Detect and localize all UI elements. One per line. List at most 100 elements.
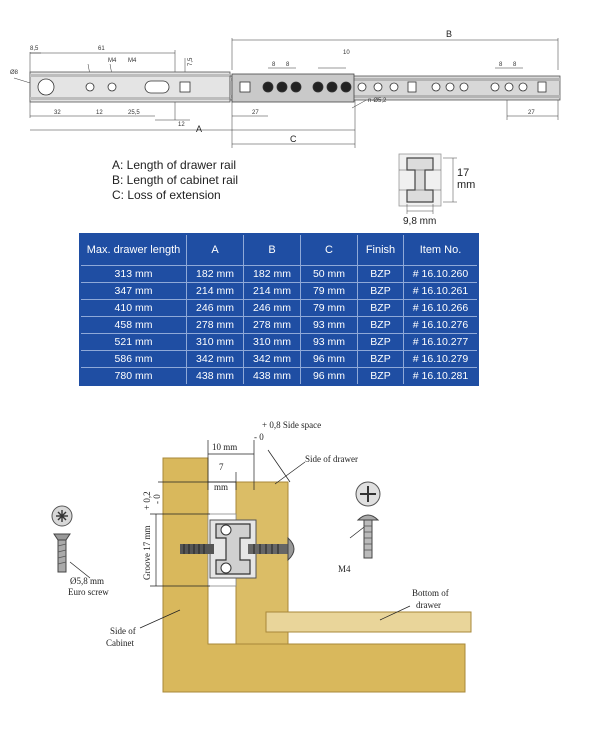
cell: # 16.10.276: [403, 316, 479, 334]
col-b: B: [243, 233, 301, 266]
cell: 438 mm: [186, 367, 244, 386]
legend-a: A: Length of drawer rail: [112, 158, 237, 172]
cell: BZP: [357, 265, 404, 283]
cell: 50 mm: [300, 265, 358, 283]
cell: BZP: [357, 333, 404, 351]
dim-27-a: 27: [252, 110, 259, 116]
col-finish: Finish: [357, 233, 404, 266]
cell: 93 mm: [300, 333, 358, 351]
cell: 182 mm: [243, 265, 301, 283]
cell: 93 mm: [300, 316, 358, 334]
dim-32: 32: [54, 110, 61, 116]
rail-dimension-drawing: 8,5 61 M4 M4 7,5 8 8 8 8 10 B Ø8 32 12 2…: [10, 29, 561, 148]
dim-8-b: 8: [286, 62, 290, 68]
cell: 79 mm: [300, 299, 358, 317]
side-space-minus: - 0: [254, 432, 264, 442]
dim-m4-a: M4: [108, 58, 117, 64]
cell: 278 mm: [243, 316, 301, 334]
col-c: C: [300, 233, 358, 266]
dim-8-a: 8: [272, 62, 276, 68]
dim-7: 7: [219, 462, 224, 472]
profile-width: 9,8 mm: [403, 216, 436, 227]
dim-25-5: 25,5: [128, 110, 140, 116]
m4-screw-icon: [355, 481, 381, 559]
side-of-cabinet-label-2: Cabinet: [106, 638, 134, 648]
dim-8-d: 8: [513, 62, 517, 68]
table-header-row: Max. drawer length A B C Finish Item No.: [79, 233, 479, 266]
cell: 214 mm: [243, 282, 301, 300]
spec-table: Max. drawer length A B C Finish Item No.…: [79, 233, 479, 386]
cell: 438 mm: [243, 367, 301, 386]
dim-8-c: 8: [499, 62, 503, 68]
euro-screw-icon: [51, 505, 73, 573]
cell: # 16.10.277: [403, 333, 479, 351]
cell: 347 mm: [79, 282, 187, 300]
side-of-drawer-label: Side of drawer: [305, 454, 358, 464]
installation-diagram: + 0,8 Side space - 0 10 mm 7 mm + 0,2 - …: [51, 420, 472, 693]
side-space-label: + 0,8 Side space: [262, 420, 321, 430]
dim-10mm: 10 mm: [212, 442, 237, 452]
dim-7mm: mm: [214, 482, 228, 492]
bottom-of-drawer-label-2: drawer: [416, 600, 441, 610]
cell: 246 mm: [186, 299, 244, 317]
cell: BZP: [357, 299, 404, 317]
cell: BZP: [357, 282, 404, 300]
dimension-legend: A: Length of drawer rail B: Length of ca…: [112, 158, 238, 203]
dim-c: C: [290, 134, 297, 144]
cell: BZP: [357, 367, 404, 386]
cell: BZP: [357, 316, 404, 334]
euro-screw-label-2: Euro screw: [68, 587, 109, 597]
dim-a: A: [196, 124, 202, 134]
cell: # 16.10.261: [403, 282, 479, 300]
col-max-drawer-length: Max. drawer length: [79, 233, 187, 266]
legend-c: C: Loss of extension: [112, 188, 221, 202]
legend-b: B: Length of cabinet rail: [112, 173, 239, 187]
cell: 780 mm: [79, 367, 187, 386]
rail-profile-drawing: 17 mm 9,8 mm: [398, 153, 475, 227]
dim-12-b: 12: [178, 122, 185, 128]
cell: # 16.10.266: [403, 299, 479, 317]
cell: # 16.10.279: [403, 350, 479, 368]
cell: BZP: [357, 350, 404, 368]
profile-height-unit: mm: [457, 179, 475, 191]
bottom-of-drawer-label-1: Bottom of: [412, 588, 449, 598]
dim-27-b: 27: [528, 110, 535, 116]
cell: 214 mm: [186, 282, 244, 300]
cell: 458 mm: [79, 316, 187, 334]
cell: 96 mm: [300, 367, 358, 386]
cell: # 16.10.281: [403, 367, 479, 386]
dim-minus-0: - 0: [152, 494, 162, 504]
euro-screw-label-1: Ø5,8 mm: [70, 576, 104, 586]
dim-8-5: 8,5: [30, 46, 39, 52]
dim-o8: Ø8: [10, 70, 19, 76]
cell: 278 mm: [186, 316, 244, 334]
profile-height: 17: [457, 167, 469, 179]
dim-hole: n-Ø5,2: [368, 98, 387, 104]
cell: 182 mm: [186, 265, 244, 283]
cell: 410 mm: [79, 299, 187, 317]
dim-10: 10: [343, 50, 350, 56]
dim-m4-b: M4: [128, 58, 137, 64]
dim-12-a: 12: [96, 110, 103, 116]
cell: 310 mm: [243, 333, 301, 351]
cell: 96 mm: [300, 350, 358, 368]
cell: 586 mm: [79, 350, 187, 368]
dim-61: 61: [98, 46, 105, 52]
cell: 310 mm: [186, 333, 244, 351]
col-item-no: Item No.: [403, 233, 479, 266]
cell: 342 mm: [243, 350, 301, 368]
dim-b: B: [446, 29, 452, 39]
cell: 342 mm: [186, 350, 244, 368]
m4-label: M4: [338, 564, 351, 574]
cell: 79 mm: [300, 282, 358, 300]
dim-7-5: 7,5: [188, 57, 194, 66]
side-of-cabinet-label-1: Side of: [110, 626, 136, 636]
groove-label: Groove 17 mm: [142, 526, 152, 581]
cell: 313 mm: [79, 265, 187, 283]
